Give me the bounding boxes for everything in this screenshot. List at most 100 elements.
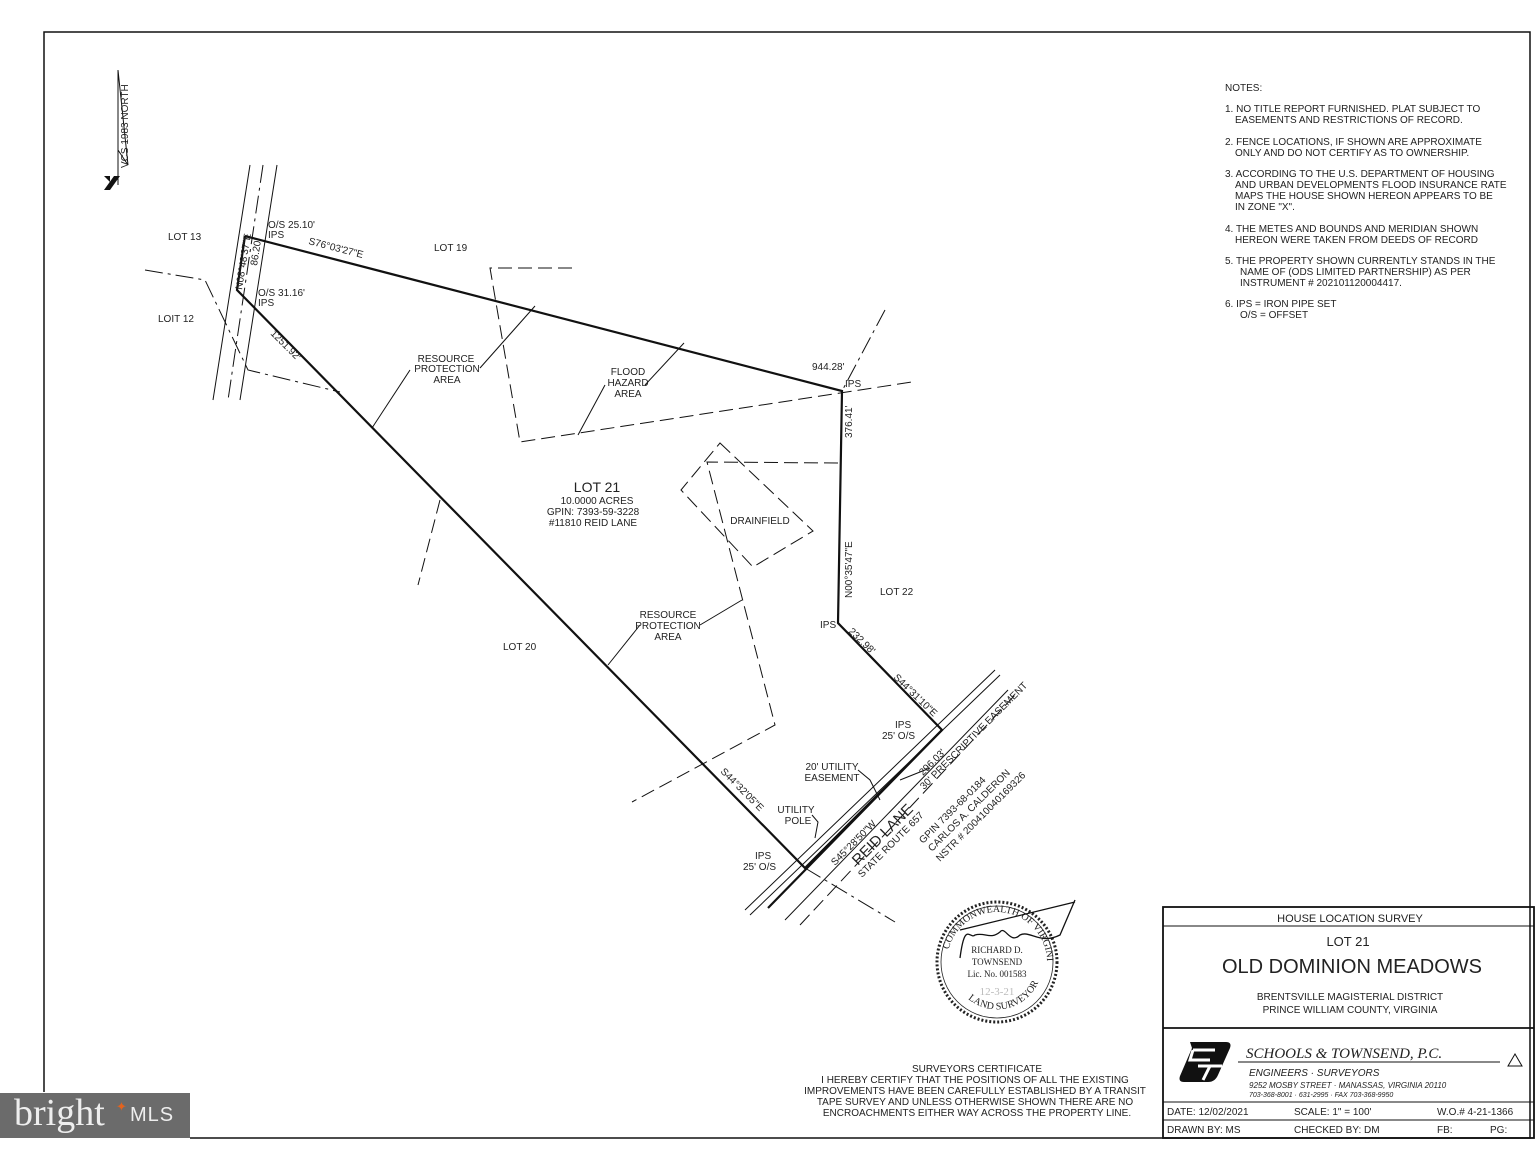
svg-text:CARLOS A. CALDERON: CARLOS A. CALDERON (926, 768, 1012, 854)
lot-13-label: LOT 13 (168, 232, 202, 243)
work-order: W.O.# 4-21-1366 (1437, 1107, 1514, 1118)
leader-lines (371, 305, 931, 839)
ips-label: IPS (820, 620, 836, 631)
ips-label: IPS (755, 851, 771, 862)
svg-text:INSTRUMENT # 202101120004417.: INSTRUMENT # 202101120004417. (1240, 278, 1402, 289)
offset-label: 25' O/S (743, 862, 776, 873)
svg-text:6. IPS = IRON PIPE SET: 6. IPS = IRON PIPE SET (1225, 299, 1336, 310)
ips-label: IPS (268, 230, 284, 241)
svg-text:20' UTILITY: 20' UTILITY (805, 762, 858, 773)
distance-label: 944.28' (812, 362, 845, 373)
bearing-label: S44°31'10"E (891, 672, 939, 719)
left-road-lines (212, 164, 278, 401)
lot-12-label: LOIT 12 (158, 314, 194, 325)
lot-line-extension (841, 309, 886, 392)
svg-text:IN ZONE "X".: IN ZONE "X". (1235, 202, 1295, 213)
drainfield-label: DRAINFIELD (730, 516, 789, 527)
svg-text:GPIN: 7393-59-3228: GPIN: 7393-59-3228 (547, 507, 640, 518)
distance-label: 86.20' (249, 238, 264, 266)
svg-text:IMPROVEMENTS HAVE BEEN CAREFUL: IMPROVEMENTS HAVE BEEN CAREFULLY ESTABLI… (804, 1086, 1146, 1097)
checked-by: CHECKED BY: DM (1294, 1125, 1380, 1136)
lot-line-extension-south (804, 867, 896, 923)
offset-label: O/S 31.16' (258, 288, 305, 299)
bearing-label: S76°03'27"E (307, 236, 364, 261)
rpa-label-south: RESOURCE PROTECTION AREA (635, 610, 701, 643)
svg-text:TOWNSEND: TOWNSEND (972, 957, 1023, 967)
svg-text:NAME OF (ODS LIMITED PARTNERSH: NAME OF (ODS LIMITED PARTNERSHIP) AS PER (1240, 267, 1471, 278)
svg-text:12-3-21: 12-3-21 (980, 986, 1015, 998)
bright-mls-watermark: bright ✦ MLS (0, 1092, 190, 1138)
sheet-border (43, 31, 1531, 1139)
survey-date: DATE: 12/02/2021 (1167, 1107, 1249, 1118)
svg-text:AREA: AREA (433, 375, 461, 386)
survey-type: HOUSE LOCATION SURVEY (1277, 913, 1423, 925)
lot-21-label: LOT 21 10.0000 ACRES GPIN: 7393-59-3228 … (547, 479, 640, 529)
star-icon: ✦ (116, 1099, 127, 1114)
page: PG: (1490, 1125, 1507, 1136)
svg-text:2. FENCE LOCATIONS, IF SHOWN A: 2. FENCE LOCATIONS, IF SHOWN ARE APPROXI… (1225, 137, 1482, 148)
svg-text:UTILITY: UTILITY (777, 805, 815, 816)
lot-21-boundary (235, 234, 944, 870)
svg-text:I HEREBY CERTIFY THAT THE POSI: I HEREBY CERTIFY THAT THE POSITIONS OF A… (821, 1075, 1129, 1086)
flood-hazard-boundary (489, 267, 913, 443)
svg-text:MAPS THE HOUSE SHOWN HEREON AP: MAPS THE HOUSE SHOWN HEREON APPEARS TO B… (1235, 191, 1493, 202)
signature (959, 899, 1076, 959)
ips-label: IPS (258, 298, 274, 309)
north-arrow-label: VCS 1983 NORTH (120, 84, 131, 168)
firm-phones: 703-368-8001 · 631-2995 · FAX 703-368-99… (1249, 1092, 1393, 1099)
svg-text:5. THE PROPERTY SHOWN CURRENTL: 5. THE PROPERTY SHOWN CURRENTLY STANDS I… (1225, 256, 1496, 267)
svg-text:AREA: AREA (654, 632, 682, 643)
rpa-boundary-west (144, 269, 341, 393)
firm-logo-icon (1179, 1042, 1231, 1082)
surveyor-seal: COMMONWEALTH OF VIRGINIA LAND SURVEYOR R… (0, 0, 1076, 1024)
svg-text:AREA: AREA (614, 389, 642, 400)
svg-text:SURVEYORS CERTIFICATE: SURVEYORS CERTIFICATE (912, 1064, 1042, 1075)
lot-20-label: LOT 20 (503, 642, 537, 653)
svg-text:#11810 REID LANE: #11810 REID LANE (549, 518, 638, 529)
flood-hazard-label: FLOOD HAZARD AREA (607, 367, 648, 400)
firm-subtitle: ENGINEERS · SURVEYORS (1249, 1068, 1380, 1079)
svg-text:POLE: POLE (785, 816, 812, 827)
drawn-by: DRAWN BY: MS (1167, 1125, 1241, 1136)
svg-text:HAZARD: HAZARD (607, 378, 648, 389)
svg-text:EASEMENTS AND RESTRICTIONS OF: EASEMENTS AND RESTRICTIONS OF RECORD. (1235, 115, 1463, 126)
district: BRENTSVILLE MAGISTERIAL DISTRICT (1257, 992, 1443, 1003)
bearing-label: S44°32'05"E (718, 766, 766, 814)
bearing-label: N00°35'47"E (844, 541, 855, 598)
svg-text:PROTECTION: PROTECTION (414, 364, 480, 375)
subdivision-name: OLD DOMINION MEADOWS (1222, 956, 1482, 978)
svg-text:RESOURCE: RESOURCE (418, 354, 475, 365)
offset-label: O/S 25.10' (268, 220, 315, 231)
svg-text:RESOURCE: RESOURCE (640, 610, 697, 621)
svg-text:4. THE METES AND BOUNDS AND ME: 4. THE METES AND BOUNDS AND MERIDIAN SHO… (1225, 224, 1478, 235)
county: PRINCE WILLIAM COUNTY, VIRGINIA (1263, 1005, 1438, 1016)
svg-text:ONLY AND DO NOT CERTIFY AS TO: ONLY AND DO NOT CERTIFY AS TO OWNERSHIP. (1235, 148, 1469, 159)
rpa-line (417, 499, 441, 586)
svg-text:TAPE SURVEY AND UNLESS OTHERWI: TAPE SURVEY AND UNLESS OTHERWISE SHOWN T… (817, 1097, 1134, 1108)
svg-text:1. NO TITLE REPORT FURNISHED.: 1. NO TITLE REPORT FURNISHED. PLAT SUBJE… (1225, 104, 1480, 115)
watermark-suffix: MLS (130, 1104, 175, 1126)
distance-label: 232.98' (846, 626, 877, 657)
svg-text:AND URBAN DEVELOPMENTS FLOOD I: AND URBAN DEVELOPMENTS FLOOD INSURANCE R… (1235, 180, 1507, 191)
notes-title: NOTES: (1225, 83, 1262, 94)
svg-text:3. ACCORDING TO THE U.S. DEPAR: 3. ACCORDING TO THE U.S. DEPARTMENT OF H… (1225, 169, 1495, 180)
lot-19-label: LOT 19 (434, 243, 468, 254)
svg-text:RICHARD D.: RICHARD D. (971, 945, 1023, 955)
rpa-label-north: RESOURCE PROTECTION AREA (414, 354, 480, 386)
offset-label: 25' O/S (882, 731, 915, 742)
survey-scale: SCALE: 1" = 100' (1294, 1107, 1372, 1118)
lot-22-label: LOT 22 (880, 587, 914, 598)
svg-text:HEREON WERE TAKEN FROM DEEDS O: HEREON WERE TAKEN FROM DEEDS OF RECORD (1235, 235, 1478, 246)
svg-text:LOT 21: LOT 21 (574, 479, 621, 495)
svg-text:EASEMENT: EASEMENT (804, 773, 859, 784)
surveyors-certificate: SURVEYORS CERTIFICATE I HEREBY CERTIFY T… (804, 1064, 1146, 1119)
ips-label: IPS (895, 720, 911, 731)
ips-label: IPS (845, 379, 861, 390)
drainfield-outline (680, 442, 814, 568)
svg-text:FLOOD: FLOOD (611, 367, 645, 378)
title-lot: LOT 21 (1326, 934, 1369, 949)
field-book: FB: (1437, 1125, 1453, 1136)
watermark-brand: bright (14, 1092, 105, 1134)
utility-pole-label: UTILITY POLE (777, 805, 815, 827)
distance-label: 376.41' (844, 405, 855, 438)
